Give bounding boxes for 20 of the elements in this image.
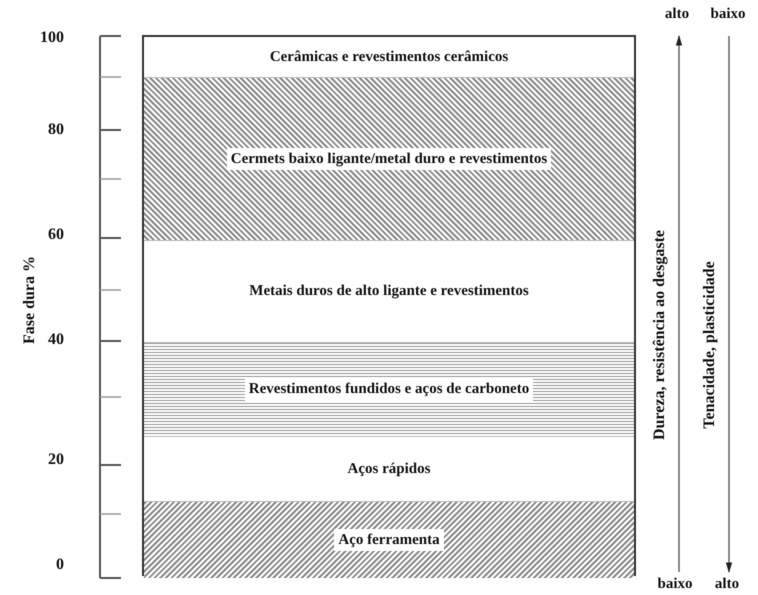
- tick-label: 80: [48, 120, 64, 140]
- axis-title: Tenacidade, plasticidade: [700, 261, 719, 429]
- axis-title: Fase dura %: [20, 256, 39, 344]
- band-label: Revestimentos fundidos e aços de carboneto: [244, 378, 534, 401]
- tick-label: 20: [48, 450, 64, 470]
- scale-end-label: baixo: [710, 4, 746, 24]
- scale-end-label: alto: [664, 4, 690, 24]
- scale-end-label: alto: [714, 574, 740, 594]
- hatched-band: [144, 501, 634, 578]
- hatched-band: [144, 77, 634, 240]
- tick-label: 0: [56, 555, 64, 575]
- tick-label: 60: [48, 225, 64, 245]
- band-label: Cermets baixo ligante/metal duro e revestimentos: [226, 148, 552, 170]
- tick-label: 100: [40, 28, 64, 48]
- chart-frame: [142, 35, 636, 576]
- hatched-band: [144, 342, 634, 436]
- axis-title: Dureza, resistência ao desgaste: [650, 230, 669, 440]
- band-label: Aço ferramenta: [334, 528, 444, 552]
- tick-label: 40: [48, 330, 64, 350]
- scale-end-label: baixo: [658, 574, 692, 594]
